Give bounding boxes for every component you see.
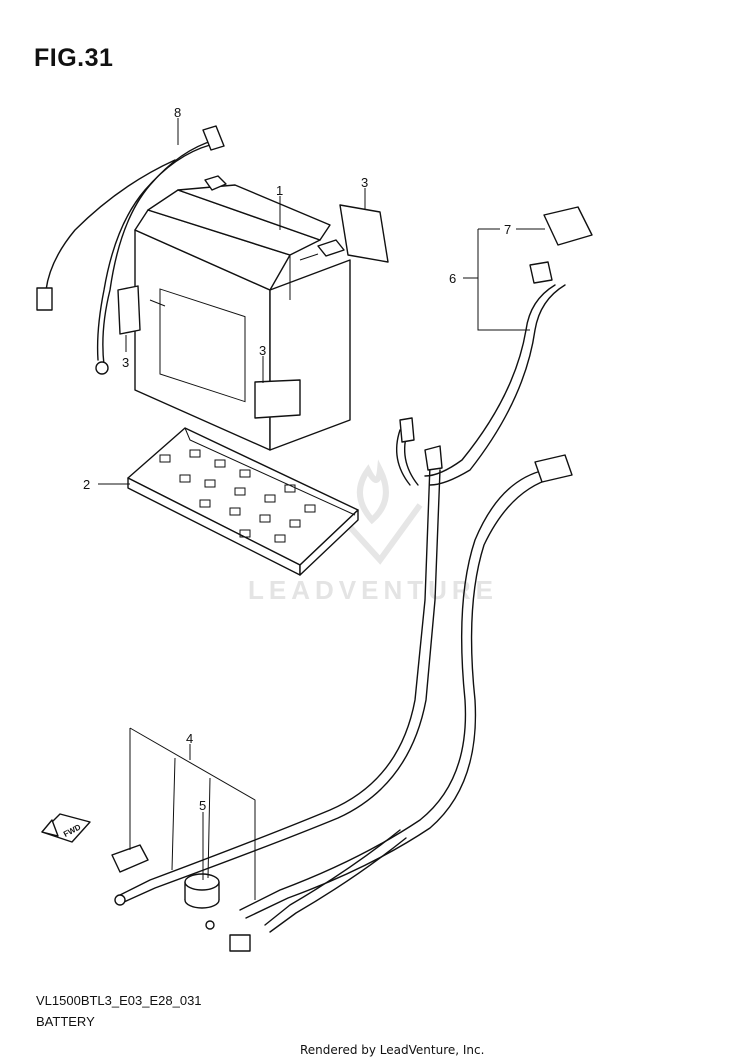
render-credit: Rendered by LeadVenture, Inc. xyxy=(300,1043,485,1057)
callout-8: 8 xyxy=(174,105,181,120)
callout-labels: 8 1 3 3 3 2 6 7 4 5 FWD xyxy=(62,105,511,839)
callout-5: 5 xyxy=(199,798,206,813)
model-code: VL1500BTL3_E03_E28_031 xyxy=(36,993,202,1008)
callout-7: 7 xyxy=(504,222,511,237)
battery-pad-front xyxy=(254,379,301,419)
battery-pad-side-left xyxy=(117,285,141,335)
fwd-arrow-icon xyxy=(41,813,91,843)
battery-lead-wire xyxy=(36,125,225,375)
positive-cable xyxy=(114,206,593,906)
section-name: BATTERY xyxy=(36,1014,95,1029)
leader-lines xyxy=(98,118,545,880)
callout-4: 4 xyxy=(186,731,193,746)
callout-3-left: 3 xyxy=(122,355,129,370)
negative-cable xyxy=(205,454,573,952)
watermark-text: LEADVENTURE xyxy=(248,575,499,605)
callout-bracket-4-5 xyxy=(129,727,256,900)
figure-title: FIG.31 xyxy=(34,44,114,72)
callout-6: 6 xyxy=(449,271,456,286)
callout-3-top: 3 xyxy=(361,175,368,190)
terminal-boot xyxy=(184,873,220,909)
battery-tray xyxy=(127,427,359,576)
battery xyxy=(134,175,351,451)
callout-2: 2 xyxy=(83,477,90,492)
terminal-cap xyxy=(111,844,149,873)
callout-3-front: 3 xyxy=(259,343,266,358)
callout-1: 1 xyxy=(276,183,283,198)
battery-pad-top xyxy=(339,204,389,263)
